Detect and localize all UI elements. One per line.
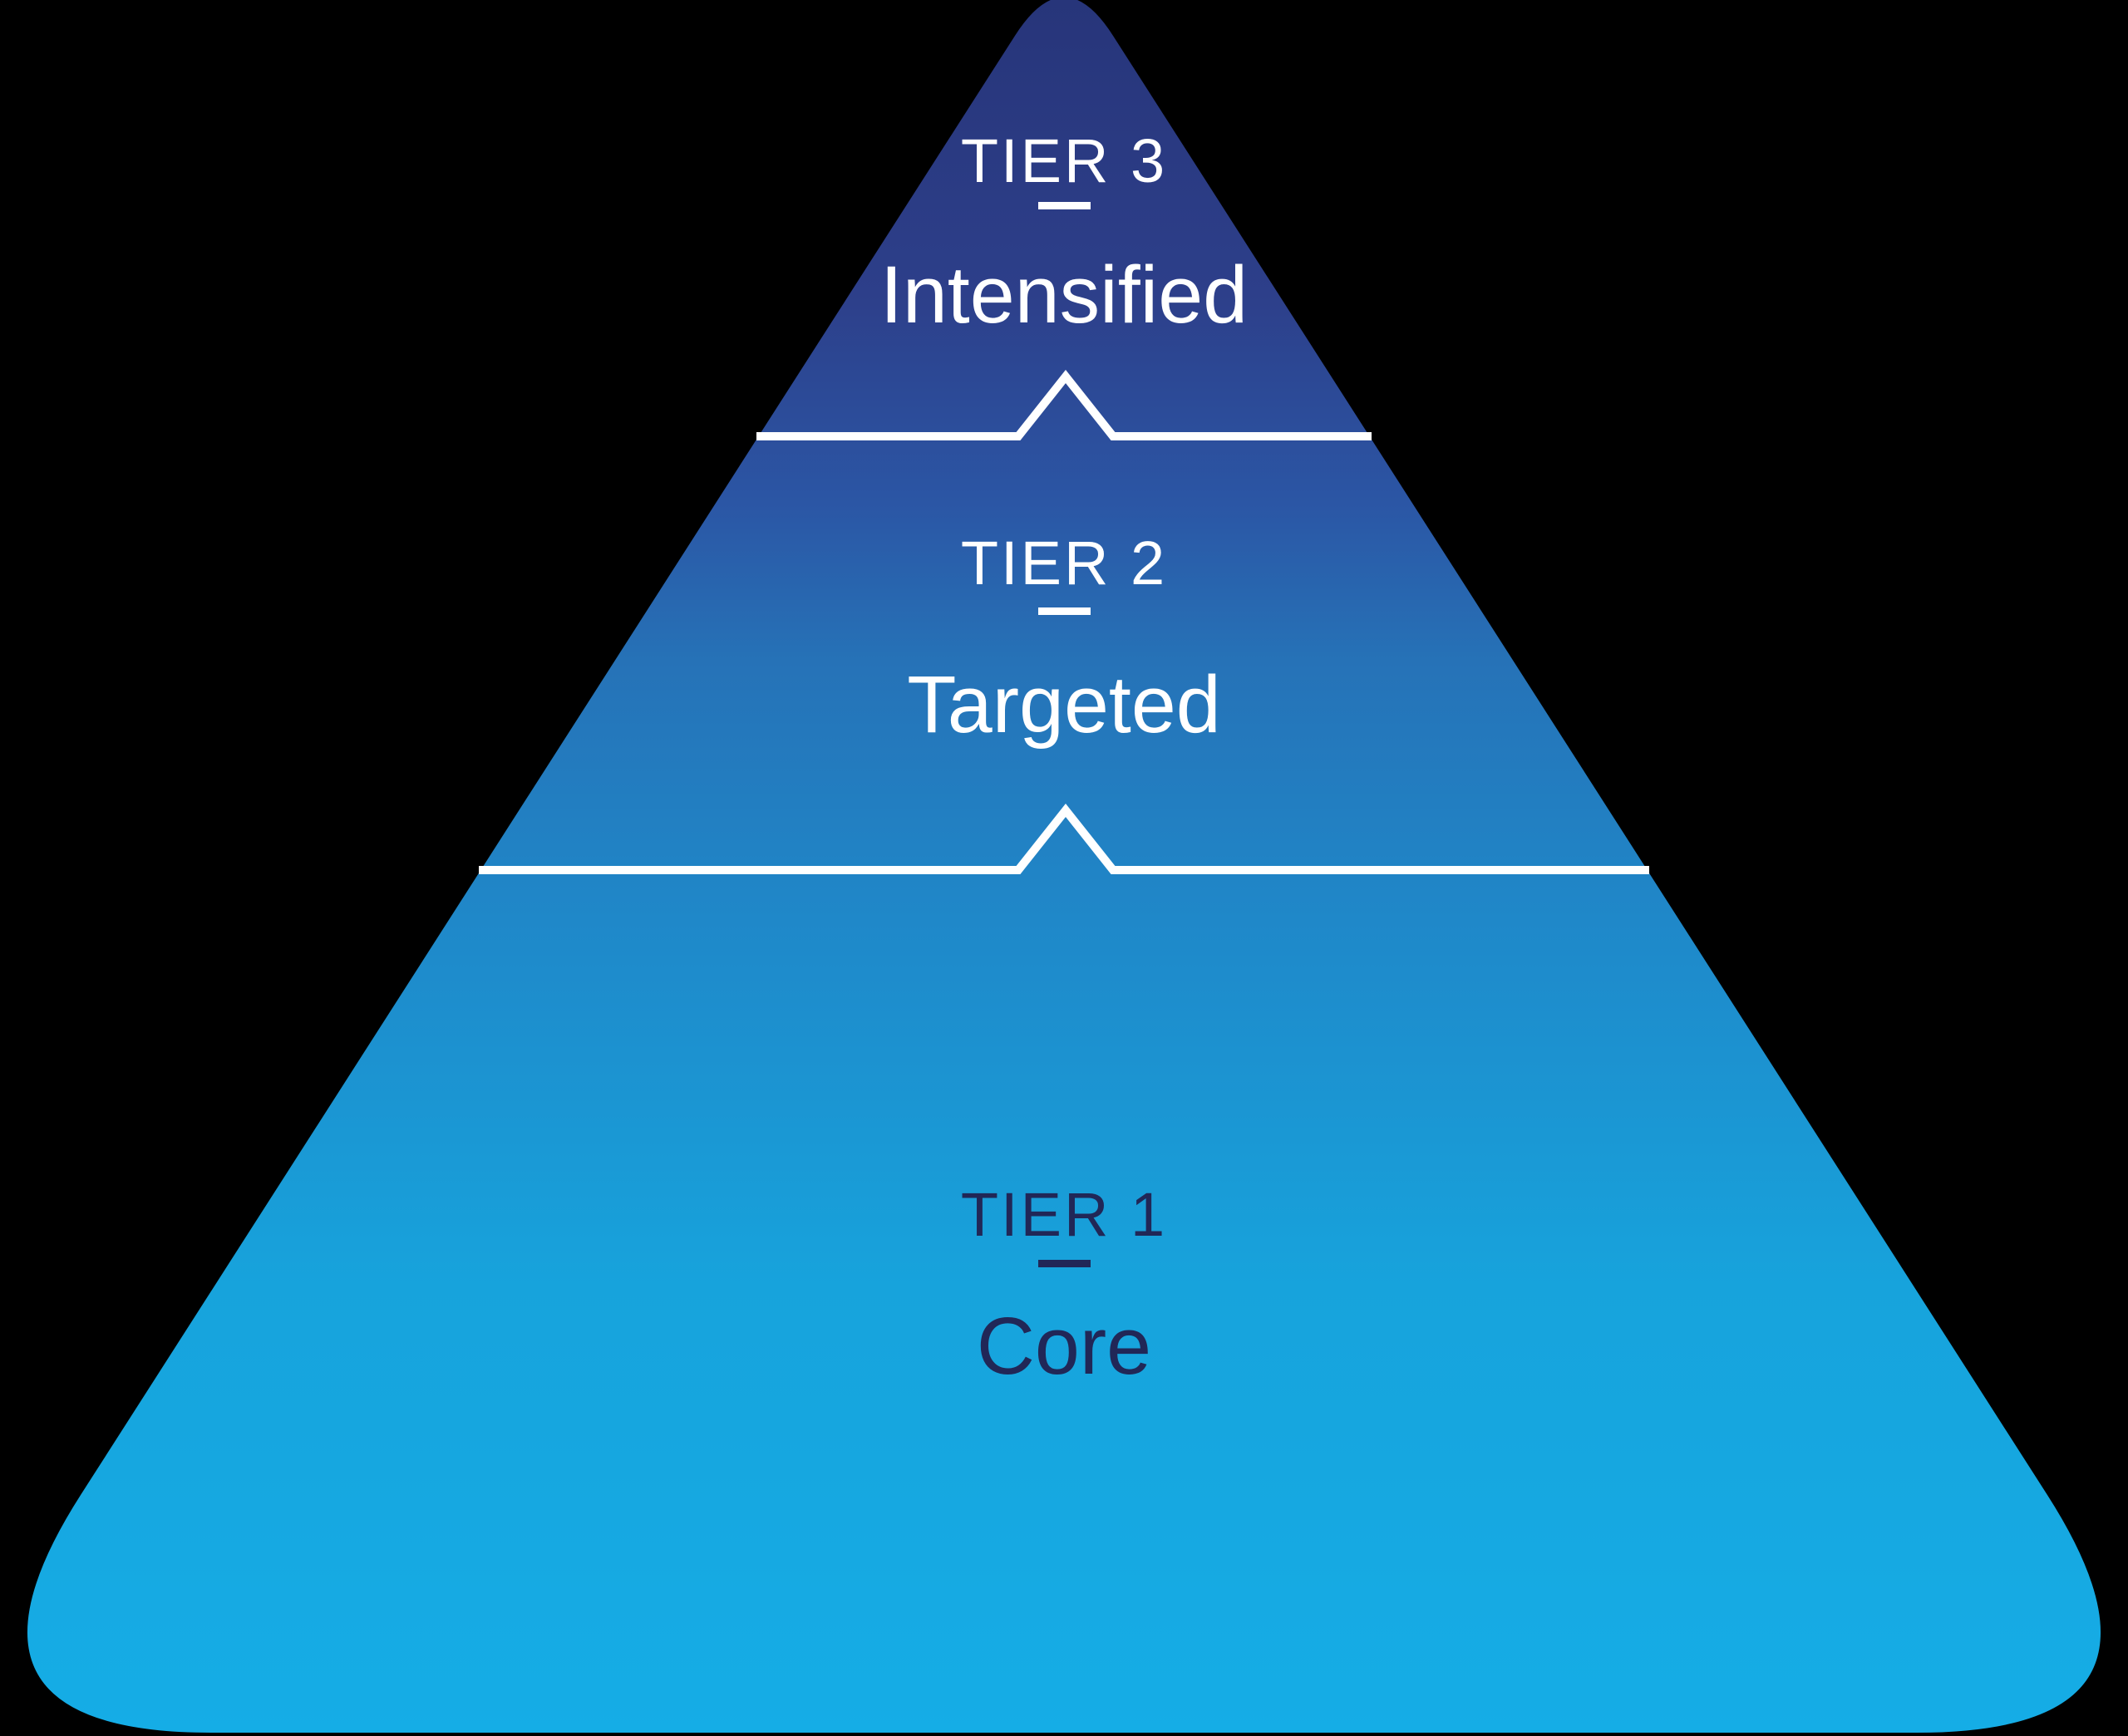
tier2-name: Targeted (907, 659, 1221, 750)
pyramid-body (27, 0, 2101, 1733)
tier1-name: Core (976, 1301, 1152, 1391)
divider-tier2-tier1 (479, 803, 1649, 874)
tier1-label: TIER 1 (960, 1180, 1168, 1249)
tier3-label: TIER 3 (960, 126, 1168, 195)
tier2-label: TIER 2 (960, 529, 1168, 598)
tier3-name: Intensified (879, 249, 1249, 340)
tier1-underline (1038, 1260, 1091, 1267)
tier2-underline (1038, 607, 1091, 615)
divider-tier3-tier2 (756, 369, 1372, 440)
tier3-underline (1038, 202, 1091, 209)
